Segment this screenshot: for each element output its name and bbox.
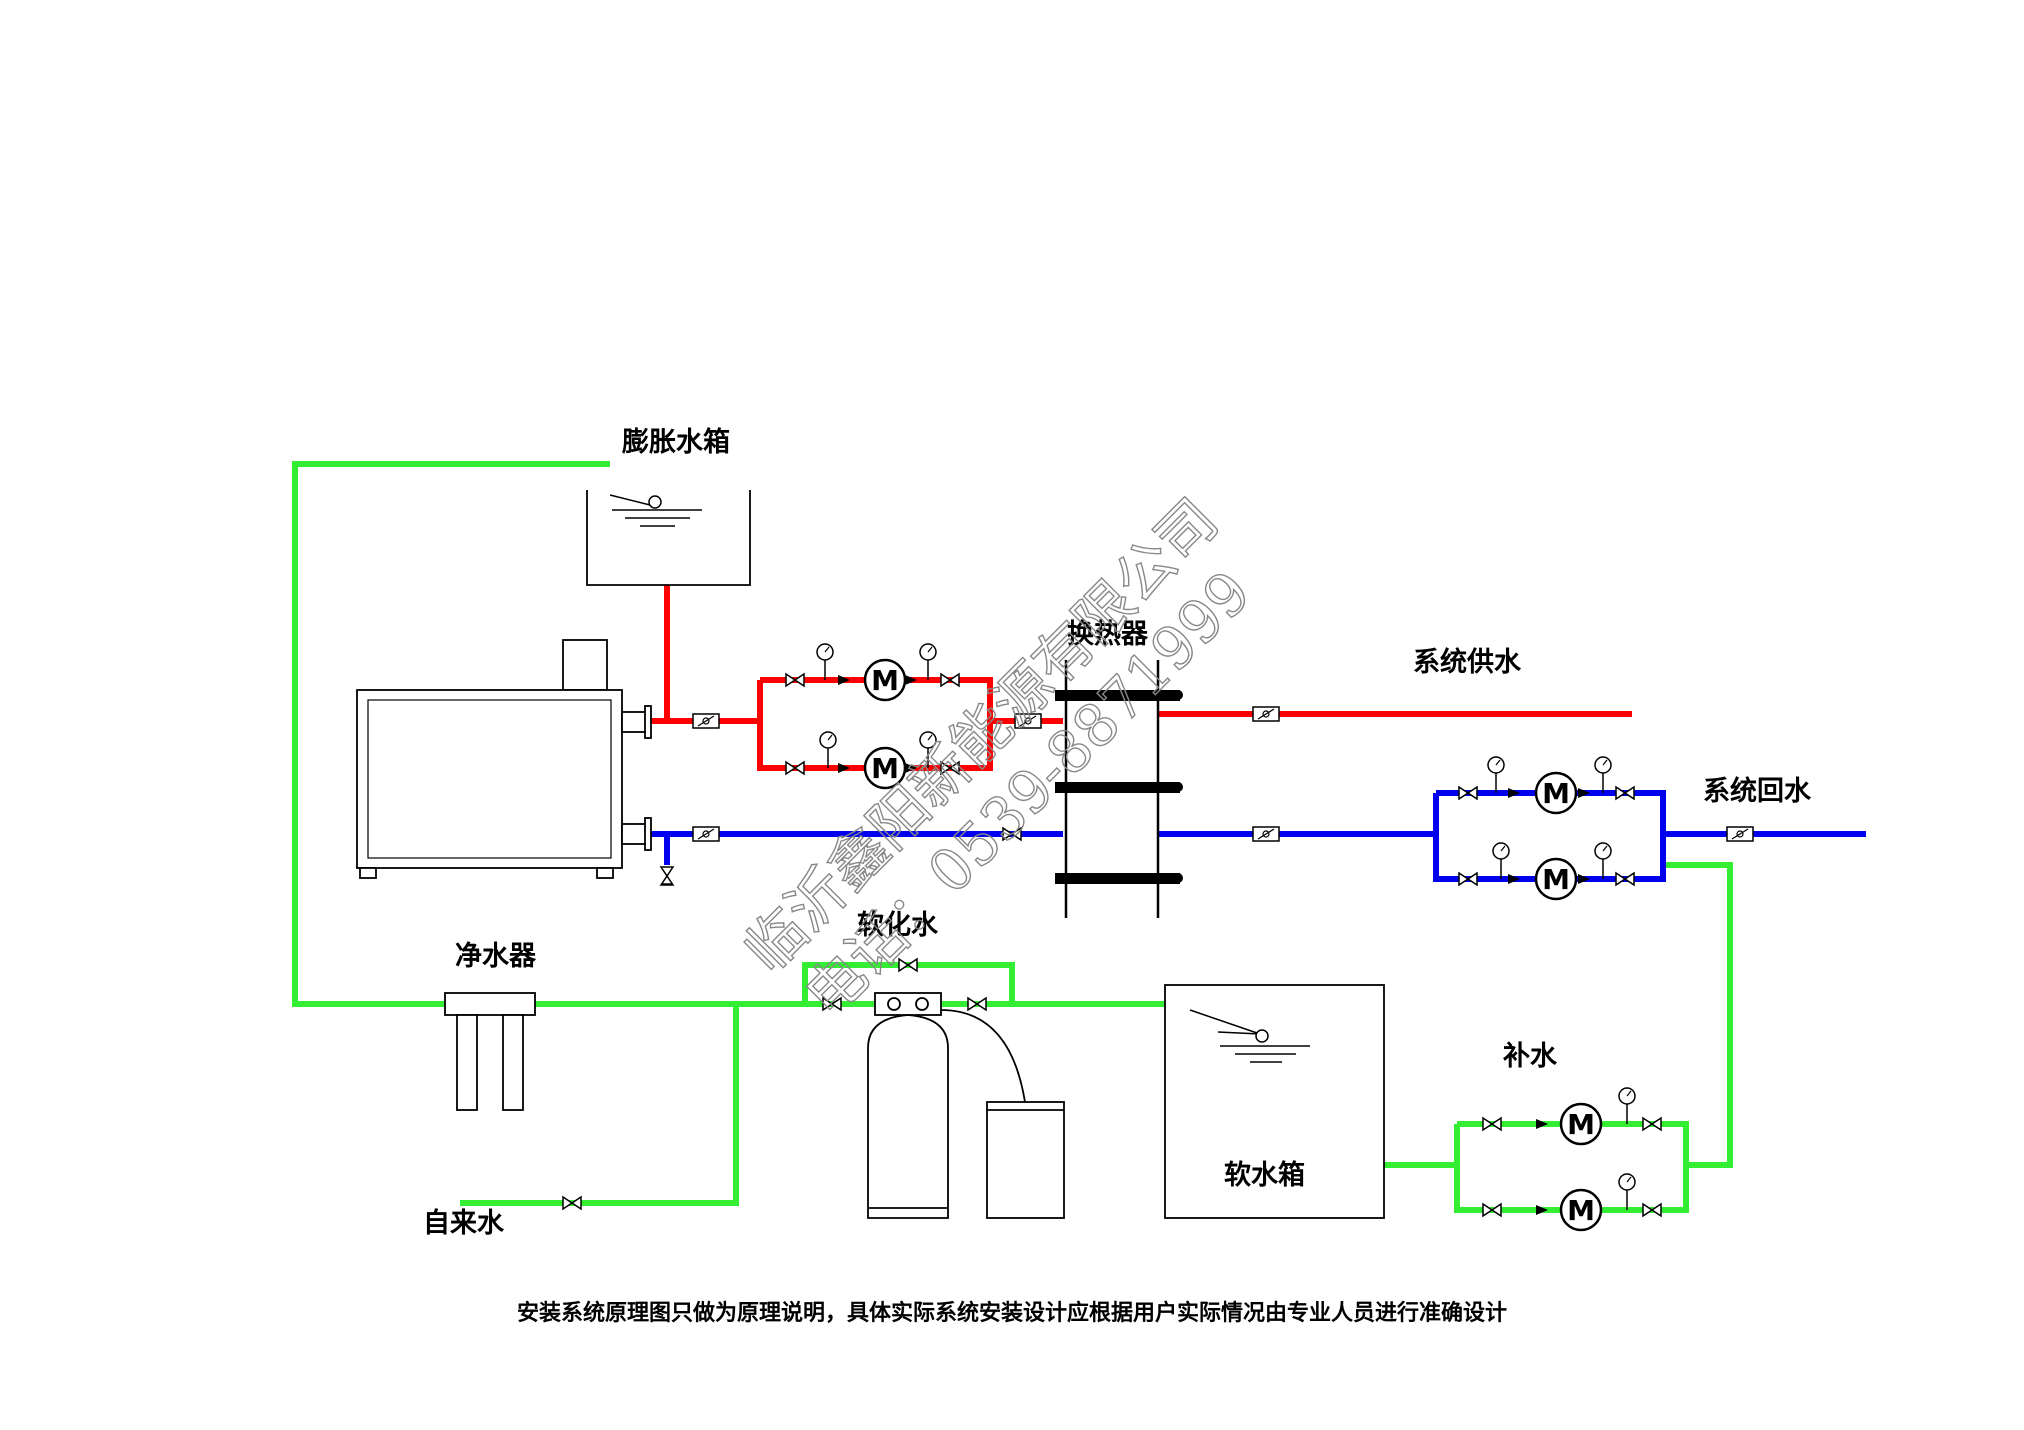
pump-icon: M	[1559, 1188, 1603, 1232]
label-system-supply: 系统供水	[1413, 646, 1522, 678]
pumps: M M M M M M	[863, 658, 1603, 1232]
label-expansion-tank: 膨胀水箱	[622, 426, 730, 458]
soft-water-tank	[1164, 984, 1385, 1219]
label-tap-water: 自来水	[423, 1207, 505, 1239]
watermark: 临沂鑫阳新能源有限公司 电话：0539-8871999	[731, 485, 1264, 1031]
label-water-purifier: 净水器	[455, 941, 537, 972]
pump-symbol: M	[1567, 1108, 1595, 1141]
label-soft-water-tank: 软水箱	[1224, 1159, 1305, 1191]
pump-icon: M	[863, 658, 907, 702]
pump-icon: M	[1559, 1102, 1603, 1146]
label-heat-exchanger: 换热器	[1067, 619, 1149, 650]
label-softened-water: 软化水	[857, 910, 939, 941]
cold-water-lines	[292, 461, 1733, 1213]
pump-symbol: M	[871, 752, 899, 785]
label-makeup-water: 补水	[1503, 1041, 1558, 1072]
pump-icon: M	[1534, 771, 1578, 815]
drain-valve	[660, 866, 674, 886]
pump-icon: M	[863, 746, 907, 790]
boiler	[356, 639, 652, 879]
heat-exchanger	[1055, 660, 1183, 918]
expansion-tank	[586, 490, 751, 586]
pump-symbol: M	[871, 664, 899, 697]
label-system-return: 系统回水	[1703, 775, 1812, 807]
pump-icon: M	[1534, 857, 1578, 901]
footer-note: 安装系统原理图只做为原理说明，具体实际系统安装设计应根据用户实际情况由专业人员进…	[517, 1300, 1507, 1326]
pump-symbol: M	[1567, 1194, 1595, 1227]
watermark-phone: 电话：0539-8871999	[792, 558, 1264, 1030]
water-softener	[867, 992, 1065, 1219]
pump-symbol: M	[1542, 863, 1570, 896]
watermark-company: 临沂鑫阳新能源有限公司	[732, 486, 1231, 985]
water-purifier	[444, 992, 536, 1111]
pump-symbol: M	[1542, 777, 1570, 810]
